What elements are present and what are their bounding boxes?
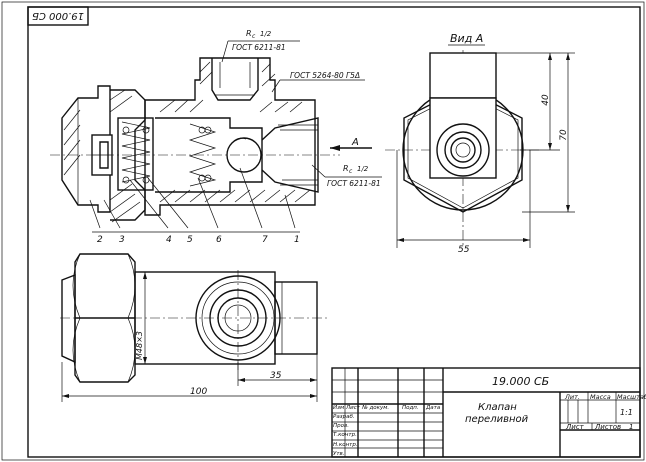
tb-col-list: Лист (345, 405, 361, 411)
fit-standard: ГОСТ 5264-80 Г5Δ (290, 71, 360, 80)
thread-right-size: 1/2 (357, 165, 369, 173)
dim-100: 100 (190, 387, 207, 397)
dim-40: 40 (541, 94, 551, 106)
spring-left (121, 121, 151, 184)
part-number-4: 4 (166, 235, 172, 245)
valve-body (144, 57, 316, 216)
thread-right-standard: ГОСТ 6211-81 (327, 179, 381, 188)
tb-sheets-label: Листов (594, 423, 621, 431)
thread-top-sub: c (252, 33, 256, 40)
thread-right-sub: c (349, 168, 353, 175)
dim-35: 35 (270, 371, 282, 381)
tb-scale-value: 1:1 (620, 408, 633, 417)
tb-mass-label: Масса (590, 393, 611, 401)
rotated-designation: 19.000 СБ (32, 10, 84, 21)
part-number-2: 2 (97, 235, 103, 245)
tb-designation: 19.000 СБ (492, 375, 549, 388)
tb-title-line1: Клапан (478, 402, 517, 413)
main-annotations: R c 1/2 ГОСТ 6211-81 ГОСТ 5264-80 Г5Δ R … (89, 29, 382, 245)
tb-row-developer: Разраб. (333, 414, 355, 420)
tb-row-approved: Утв. (333, 451, 345, 457)
part-number-6: 6 (216, 235, 222, 245)
part-number-7: 7 (262, 235, 268, 245)
dim-thread: M48×3 (135, 331, 144, 360)
part-number-5: 5 (187, 235, 193, 245)
tb-col-date: Дата (425, 405, 441, 411)
plan-view: 100 35 M48×3 (60, 253, 330, 402)
title-block: Изм Лист № докум. Подп. Дата Разраб. Про… (331, 367, 646, 458)
tb-scale-label: Масштаб (617, 393, 646, 401)
hexagon-outline (403, 87, 523, 213)
thread-top-size: 1/2 (260, 30, 272, 38)
part-number-3: 3 (119, 235, 125, 245)
dim-70: 70 (559, 129, 569, 141)
tb-col-doc: № докум. (361, 405, 389, 411)
tb-row-ncontrol: Н.контр. (333, 442, 358, 448)
view-a: Вид А 40 70 55 (385, 32, 575, 255)
spring-right (188, 123, 217, 187)
tb-sheet-label: Лист (565, 423, 585, 431)
tb-col-sign: Подп. (402, 405, 419, 411)
dim-55: 55 (458, 245, 470, 255)
thread-right-label: R (343, 164, 349, 173)
view-arrow-letter: А (351, 137, 359, 148)
tb-col-izm: Изм (333, 405, 344, 411)
thread-top-standard: ГОСТ 6211-81 (232, 43, 286, 52)
tb-row-checked: Пров. (333, 423, 349, 429)
tb-title-line2: переливной (465, 414, 529, 425)
view-a-label: Вид А (450, 32, 483, 45)
rotated-designation-box (27, 6, 89, 26)
thread-top-label: R (246, 29, 252, 38)
tb-sheets-value: 1 (629, 423, 633, 431)
main-section-view: А (50, 57, 372, 223)
tb-lit-label: Лит. (564, 393, 580, 401)
ball-valve (226, 137, 262, 173)
part-number-1: 1 (294, 235, 300, 245)
tb-row-tcontrol: Т.контр. (333, 432, 357, 438)
